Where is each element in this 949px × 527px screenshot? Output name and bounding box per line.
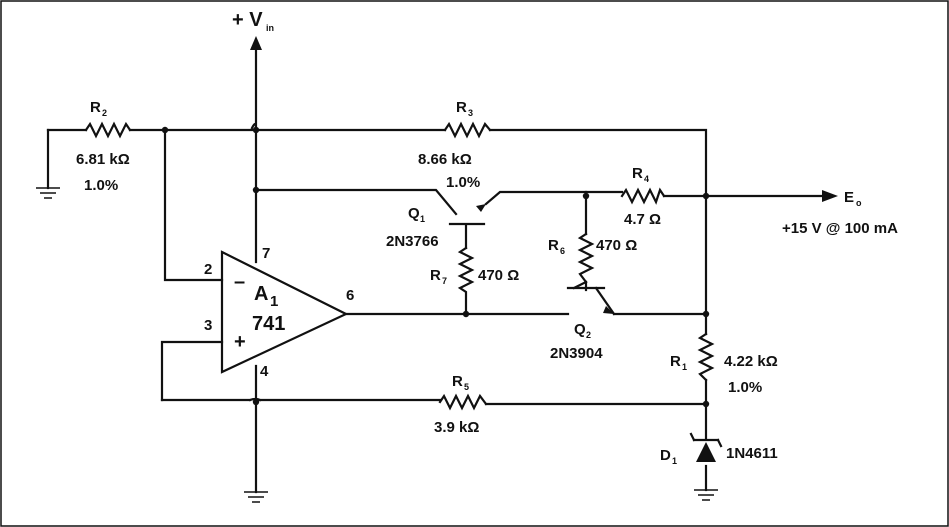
r4-ref-sub: 4 — [644, 174, 649, 184]
opamp-pin-noninv: 3 — [204, 317, 212, 334]
q1-part: 2N3766 — [386, 233, 439, 250]
opamp-designator: A — [254, 283, 268, 305]
q2-ref-sub: 2 — [586, 330, 591, 340]
resistor-r5 — [438, 393, 488, 411]
r6-ref: R — [548, 237, 559, 254]
q1-ref-sub: 1 — [420, 214, 425, 224]
r5-value: 3.9 kΩ — [434, 419, 479, 436]
r2-value: 6.81 kΩ — [76, 151, 130, 168]
r6-ref-sub: 6 — [560, 246, 565, 256]
opamp-part: 741 — [252, 313, 285, 335]
supply-label-sub: in — [266, 23, 274, 33]
output-spec: +15 V @ 100 mA — [782, 220, 898, 237]
d1-ref: D — [660, 447, 671, 464]
opamp-pin-vminus: 4 — [260, 363, 269, 380]
r2-ref: R — [90, 99, 101, 116]
opamp-a1 — [220, 250, 349, 374]
opamp-pin-inv: 2 — [204, 261, 212, 278]
ground-symbol-zener — [694, 489, 718, 501]
supply-arrow — [250, 36, 262, 50]
r4-ref: R — [632, 165, 643, 182]
resistor-r4 — [620, 187, 666, 205]
q1-ref: Q — [408, 205, 420, 222]
wires — [46, 46, 828, 494]
transistor-q2 — [566, 280, 616, 316]
ground-symbol-r2 — [36, 187, 60, 199]
resistor-r6 — [577, 232, 595, 284]
d1-ref-sub: 1 — [672, 456, 677, 466]
opamp-minus-sign: – — [234, 271, 245, 293]
r2-tolerance: 1.0% — [84, 177, 118, 194]
opamp-designator-sub: 1 — [270, 293, 278, 310]
resistor-r7 — [457, 246, 475, 316]
r7-value: 470 Ω — [478, 267, 519, 284]
output-label-sub: o — [856, 198, 862, 208]
r7-ref-sub: 7 — [442, 276, 447, 286]
resistor-r1 — [697, 332, 715, 382]
r1-value: 4.22 kΩ — [724, 353, 778, 370]
resistor-r3 — [443, 121, 492, 139]
opamp-pin-out: 6 — [346, 287, 354, 304]
opamp-plus-sign: + — [234, 331, 246, 353]
q2-ref: Q — [574, 321, 586, 338]
r3-tolerance: 1.0% — [446, 174, 480, 191]
supply-label: + V — [232, 9, 263, 31]
r6-value: 470 Ω — [596, 237, 637, 254]
r1-ref: R — [670, 353, 681, 370]
r1-tolerance: 1.0% — [728, 379, 762, 396]
r5-ref: R — [452, 373, 463, 390]
zener-diode-d1 — [689, 432, 723, 462]
r2-ref-sub: 2 — [102, 108, 107, 118]
output-label: E — [844, 189, 854, 206]
ground-symbol-opamp — [244, 491, 268, 503]
r7-ref: R — [430, 267, 441, 284]
r3-ref: R — [456, 99, 467, 116]
r5-ref-sub: 5 — [464, 382, 469, 392]
resistor-r2 — [84, 121, 132, 139]
r3-value: 8.66 kΩ — [418, 151, 472, 168]
q2-part: 2N3904 — [550, 345, 603, 362]
r3-ref-sub: 3 — [468, 108, 473, 118]
r1-ref-sub: 1 — [682, 362, 687, 372]
transistor-q1 — [448, 204, 486, 226]
d1-part: 1N4611 — [726, 445, 778, 462]
r4-value: 4.7 Ω — [624, 211, 661, 228]
output-arrow — [822, 190, 838, 202]
opamp-pin-vplus: 7 — [262, 245, 270, 262]
